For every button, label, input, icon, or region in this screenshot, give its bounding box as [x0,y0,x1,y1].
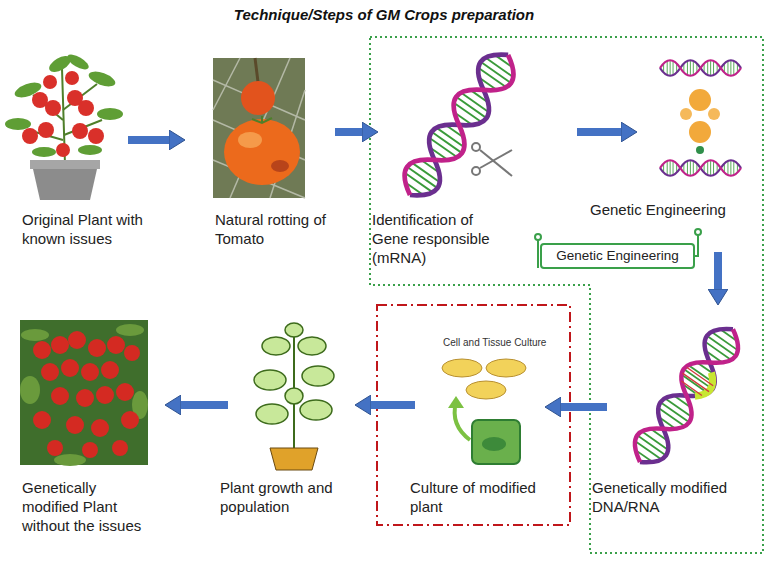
process-step: Genetically modified Plant without the i… [20,320,150,465]
process-step: Genetically modified DNA/RNA [632,320,752,465]
callout-box: Genetic Engineering [540,243,695,269]
image-label: Cell and Tissue Culture [443,337,546,348]
rotting-tomato-illustration [213,58,305,198]
process-step: Natural rotting of Tomato [213,58,305,198]
tomato-plant-illustration [5,52,123,200]
flow-arrow [128,136,169,144]
dna-illustration [394,44,523,206]
step-caption: Genetically modified DNA/RNA [592,478,734,516]
flow-arrow [577,128,621,136]
culture-region [377,305,570,525]
callout-text: Genetic Engineering [542,247,693,265]
step-caption: Natural rotting of Tomato [215,210,329,248]
process-step: Plant growth and population [250,325,335,465]
step-caption: Original Plant with known issues [22,210,174,248]
flow-arrow [714,252,722,289]
step-caption: Culture of modified plant [410,478,556,516]
process-step: Identification of Gene responsible (mRNA… [400,35,525,200]
step-caption: Plant growth and population [220,478,352,516]
flow-arrow [371,401,415,409]
diagram-title: Technique/Steps of GM Crops preparation [0,6,768,23]
process-step: Culture of modified plant [440,330,525,470]
culture-illustration [442,359,526,464]
callout-bracket [535,229,701,268]
process-step: Genetic Engineering [655,50,755,185]
step-caption: Genetically modified Plant without the i… [22,478,156,535]
flow-arrow [181,401,228,409]
engineering-illustration [660,60,741,176]
step-caption: Identification of Gene responsible (mRNA… [372,210,510,267]
modified-dna-illustration [625,319,747,472]
flow-arrow [561,403,607,411]
healthy-tomatoes-illustration [20,320,148,466]
young-plant-illustration [254,323,334,470]
process-step: Original Plant with known issues [0,55,128,200]
engineering-region [370,37,763,553]
flow-arrow [335,128,362,136]
step-caption: Genetic Engineering [590,200,760,219]
